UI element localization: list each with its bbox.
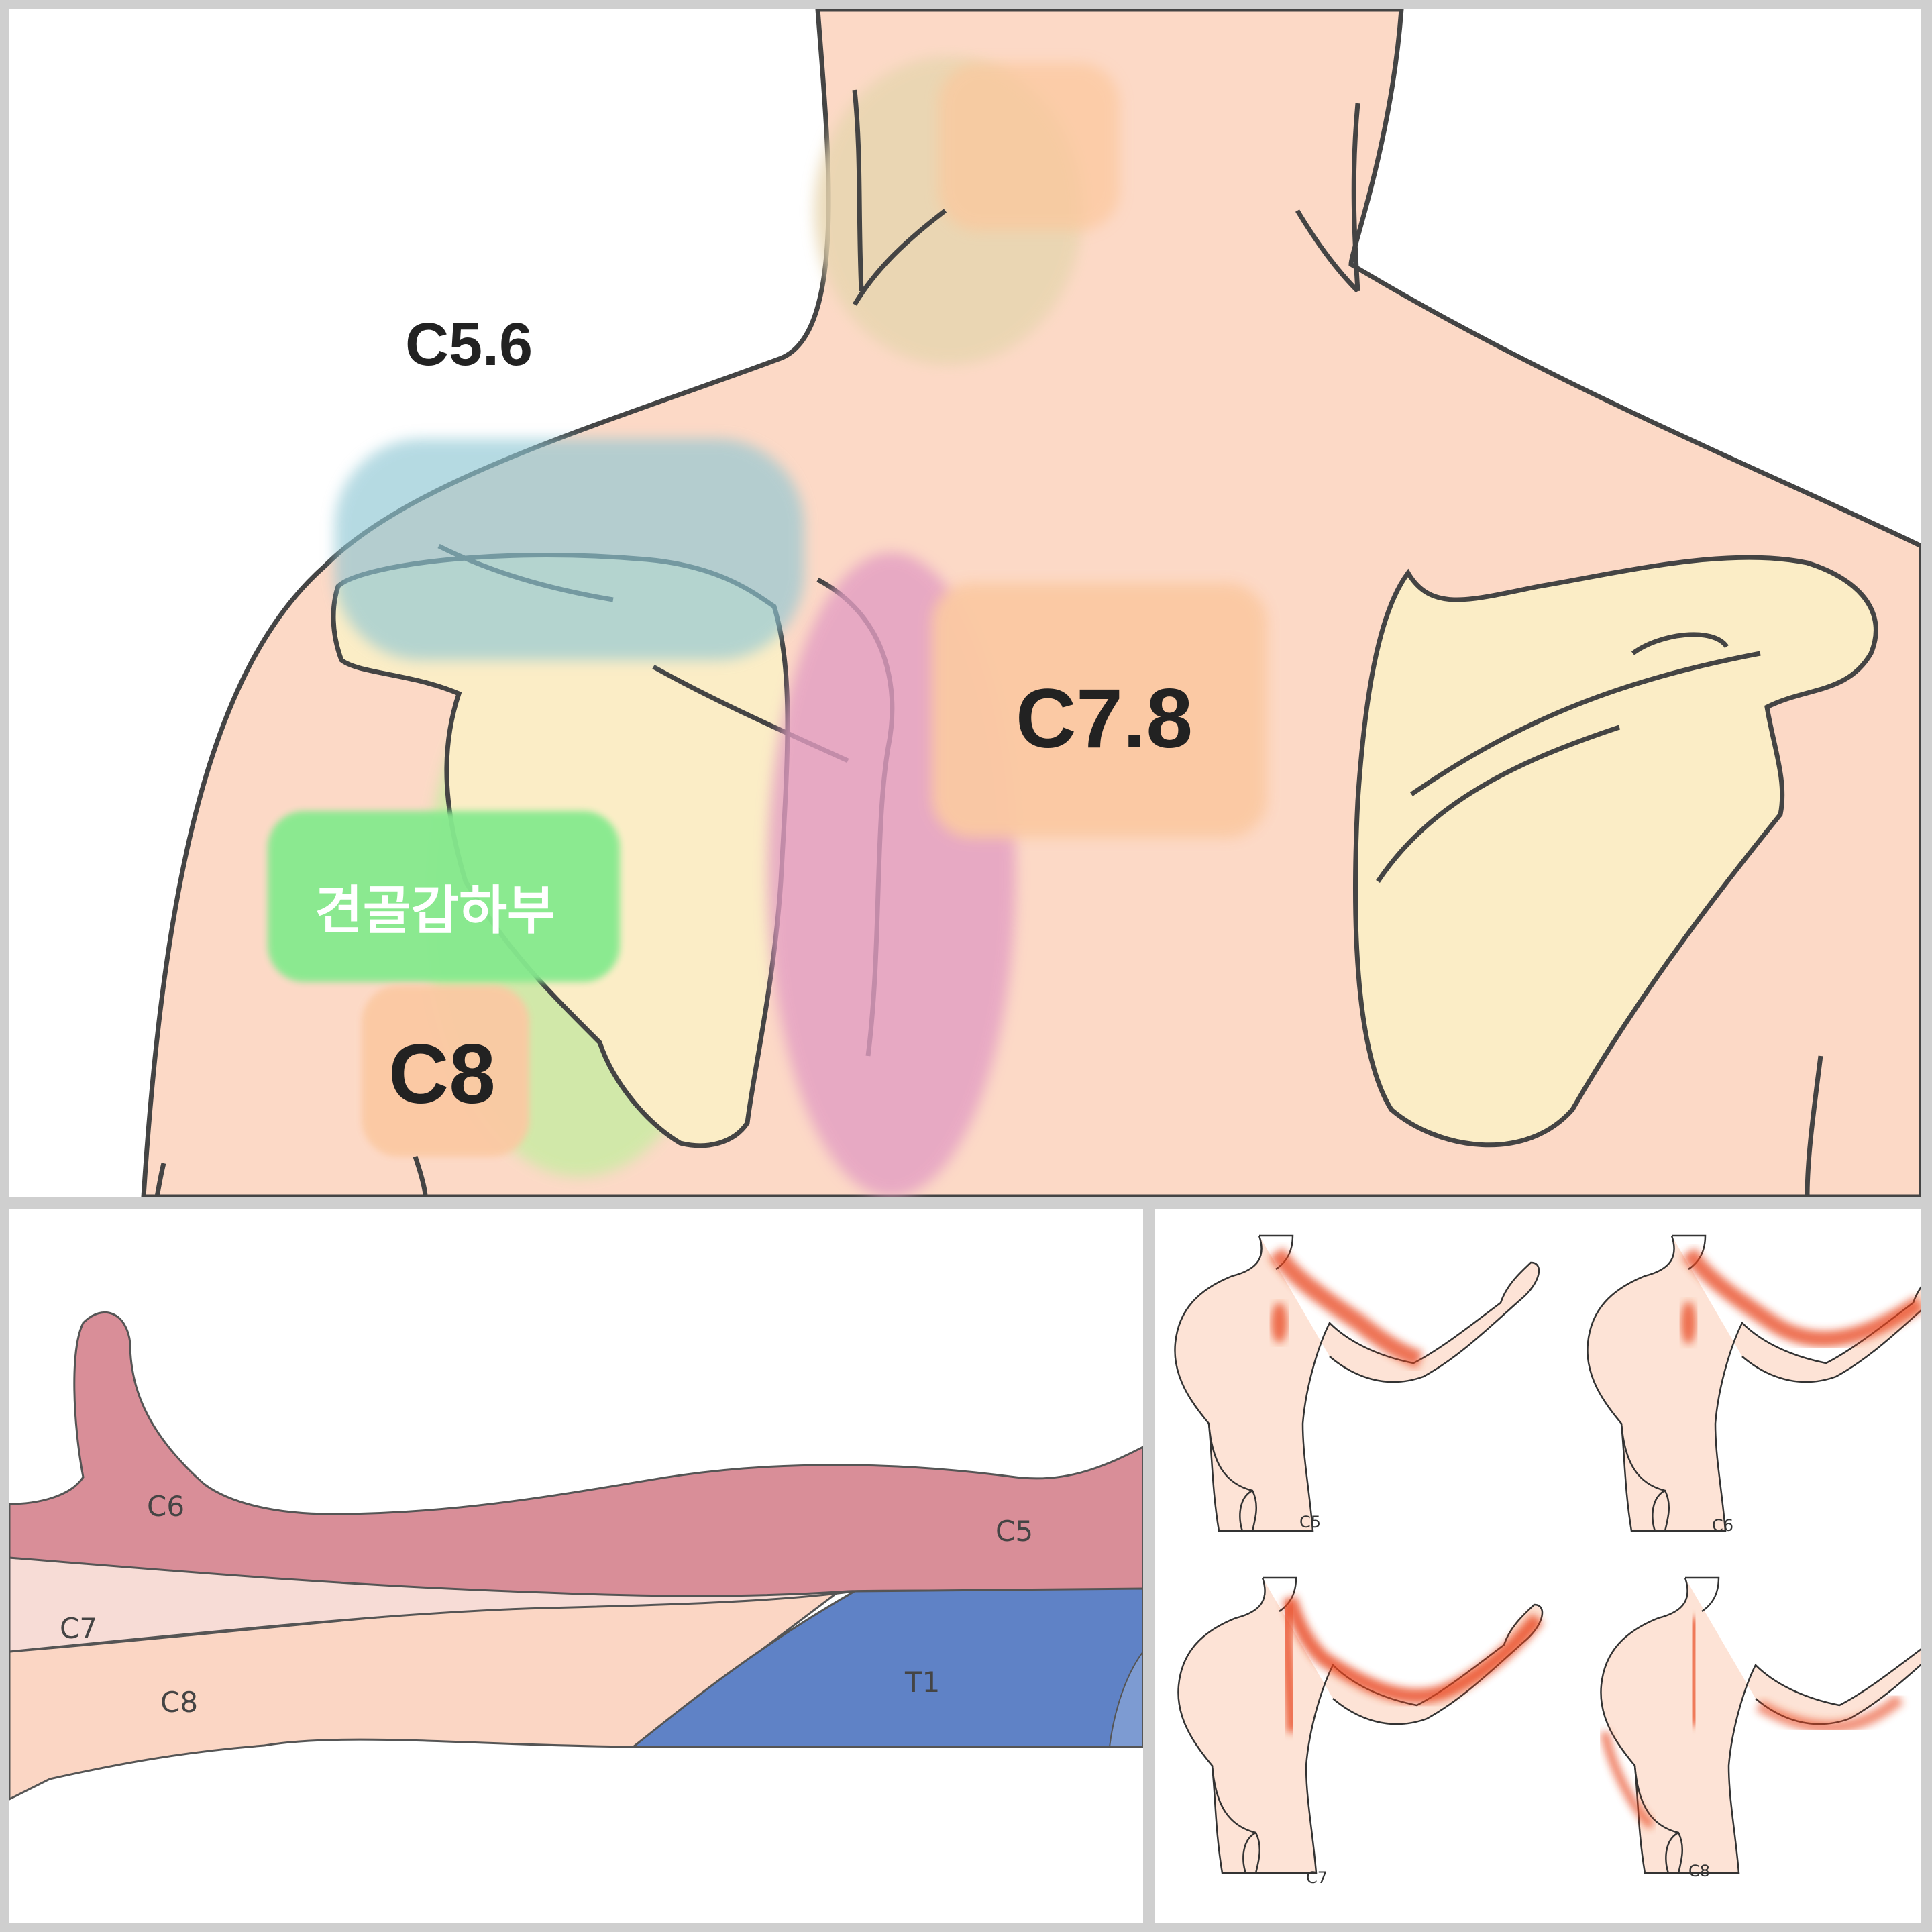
label-c7: C7 <box>60 1612 97 1645</box>
label-c6: C6 <box>147 1490 184 1523</box>
right-coracoid <box>1631 632 1729 655</box>
radiculopathy-figures: C5 C6 C7 C8 <box>1174 1234 1921 1887</box>
neck-fold-left <box>852 209 947 306</box>
label-t1: T1 <box>904 1666 940 1699</box>
caption-c7: C7 <box>1306 1868 1328 1887</box>
figure-c8: C8 <box>1600 1576 1921 1880</box>
label-c56: C5.6 <box>405 311 533 378</box>
right-scapula-ridge <box>1376 724 1621 883</box>
neck-line-right <box>1351 103 1360 292</box>
left-arm-fold-2 <box>154 1163 166 1197</box>
left-arm-fold <box>413 1155 428 1197</box>
figure-c5: C5 <box>1174 1234 1540 1532</box>
arm-dermatome-illustration: C6 C5 C7 C8 T1 <box>9 1311 1143 1801</box>
label-c78: C7.8 <box>1016 672 1193 765</box>
label-c5: C5 <box>996 1515 1033 1548</box>
caption-c5: C5 <box>1299 1513 1321 1532</box>
figure-c6: C6 <box>1587 1234 1921 1535</box>
right-arm-outline <box>1805 1055 1823 1197</box>
radiculopathy-figures-panel: C5 C6 C7 C8 <box>1155 1209 1921 1923</box>
c56-zone <box>335 439 804 660</box>
neck-line-left <box>852 89 864 292</box>
c78-zone <box>932 583 1267 838</box>
t1-edge <box>1108 1650 1143 1748</box>
t1-band <box>630 1587 1143 1748</box>
label-c8: C8 <box>160 1686 198 1719</box>
caption-c6: C6 <box>1712 1516 1733 1535</box>
right-scapula-spine <box>1410 651 1761 796</box>
infra-label-zone <box>268 811 620 982</box>
caption-c8: C8 <box>1688 1862 1710 1880</box>
upper-back-dermatome-panel: C5.6 C7.8 견골갑하부 C8 <box>9 9 1921 1197</box>
arm-dermatome-panel: C6 C5 C7 C8 T1 <box>9 1209 1143 1923</box>
neck-zone-orange <box>938 63 1120 231</box>
label-c8: C8 <box>388 1028 496 1121</box>
right-scapula <box>1353 555 1878 1148</box>
c8-zone <box>362 985 529 1157</box>
label-infraspinatus: 견골갑하부 <box>315 881 555 941</box>
upper-back-illustration: C5.6 C7.8 견골갑하부 C8 <box>141 9 1921 1197</box>
neck-fold-right <box>1295 209 1360 293</box>
figure-c7: C7 <box>1177 1576 1544 1887</box>
c6-c5-band <box>9 1311 1143 1597</box>
